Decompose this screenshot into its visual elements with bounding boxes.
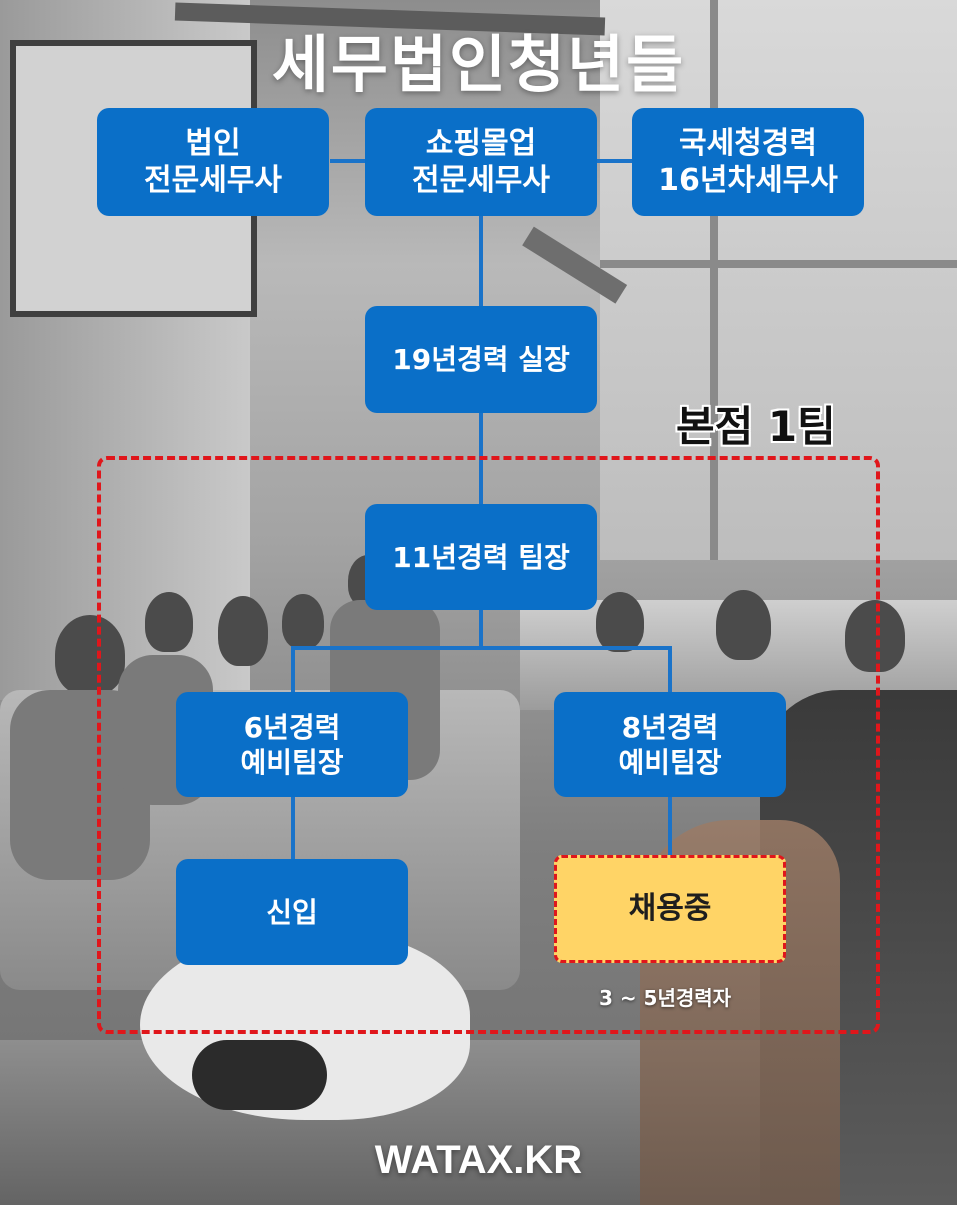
background-person <box>282 594 324 649</box>
node-line: 전문세무사 <box>412 163 550 198</box>
page-title: 세무법인청년들 <box>271 28 686 101</box>
background-speaker <box>192 1040 327 1110</box>
node-team-leader: 11년경력 팀장 <box>365 504 597 610</box>
connector-from-leader <box>479 610 483 648</box>
hiring-note: 3 ~ 5년경력자 <box>598 986 732 1010</box>
node-sub-leader-8yr: 8년경력 예비팀장 <box>554 692 786 797</box>
node-line: 법인 <box>185 125 241 161</box>
node-shopping-mall-tax-accountant: 쇼핑몰업 전문세무사 <box>365 108 597 216</box>
connector-to-director <box>479 216 483 306</box>
footer-url: WATAX.KR <box>374 1138 583 1182</box>
background-person <box>55 615 125 695</box>
connector-branch <box>291 646 672 650</box>
node-nts-experienced-tax-accountant: 국세청경력 16년차세무사 <box>632 108 864 216</box>
background-person <box>596 592 644 652</box>
connector-to-right-subleader <box>668 646 672 692</box>
node-line: 전문세무사 <box>144 163 282 198</box>
node-junior: 신입 <box>176 859 408 965</box>
node-director: 19년경력 실장 <box>365 306 597 413</box>
node-line: 국세청경력 <box>679 125 817 161</box>
team-label: 본점 1팀 <box>676 402 836 451</box>
node-line: 8년경력 <box>621 710 719 744</box>
team-frame <box>97 456 880 1034</box>
background-person <box>716 590 771 660</box>
connector-to-hiring <box>668 797 672 857</box>
node-line: 6년경력 <box>243 710 341 744</box>
node-line: 쇼핑몰업 <box>425 125 537 161</box>
connector-to-junior <box>291 797 295 859</box>
background-person <box>145 592 193 652</box>
connector-to-left-subleader <box>291 646 295 692</box>
node-line: 19년경력 실장 <box>392 343 570 376</box>
node-line: 신입 <box>266 895 318 929</box>
node-line: 11년경력 팀장 <box>392 540 570 574</box>
background-window <box>600 0 957 560</box>
background-person <box>218 596 268 666</box>
background-person <box>845 600 905 672</box>
node-sub-leader-6yr: 6년경력 예비팀장 <box>176 692 408 797</box>
node-corporate-tax-accountant: 법인 전문세무사 <box>97 108 329 216</box>
node-line: 예비팀장 <box>618 745 722 779</box>
node-hiring: 채용중 <box>554 855 786 963</box>
node-line: 채용중 <box>628 891 712 927</box>
node-line: 예비팀장 <box>240 745 344 779</box>
node-line: 16년차세무사 <box>658 163 838 198</box>
